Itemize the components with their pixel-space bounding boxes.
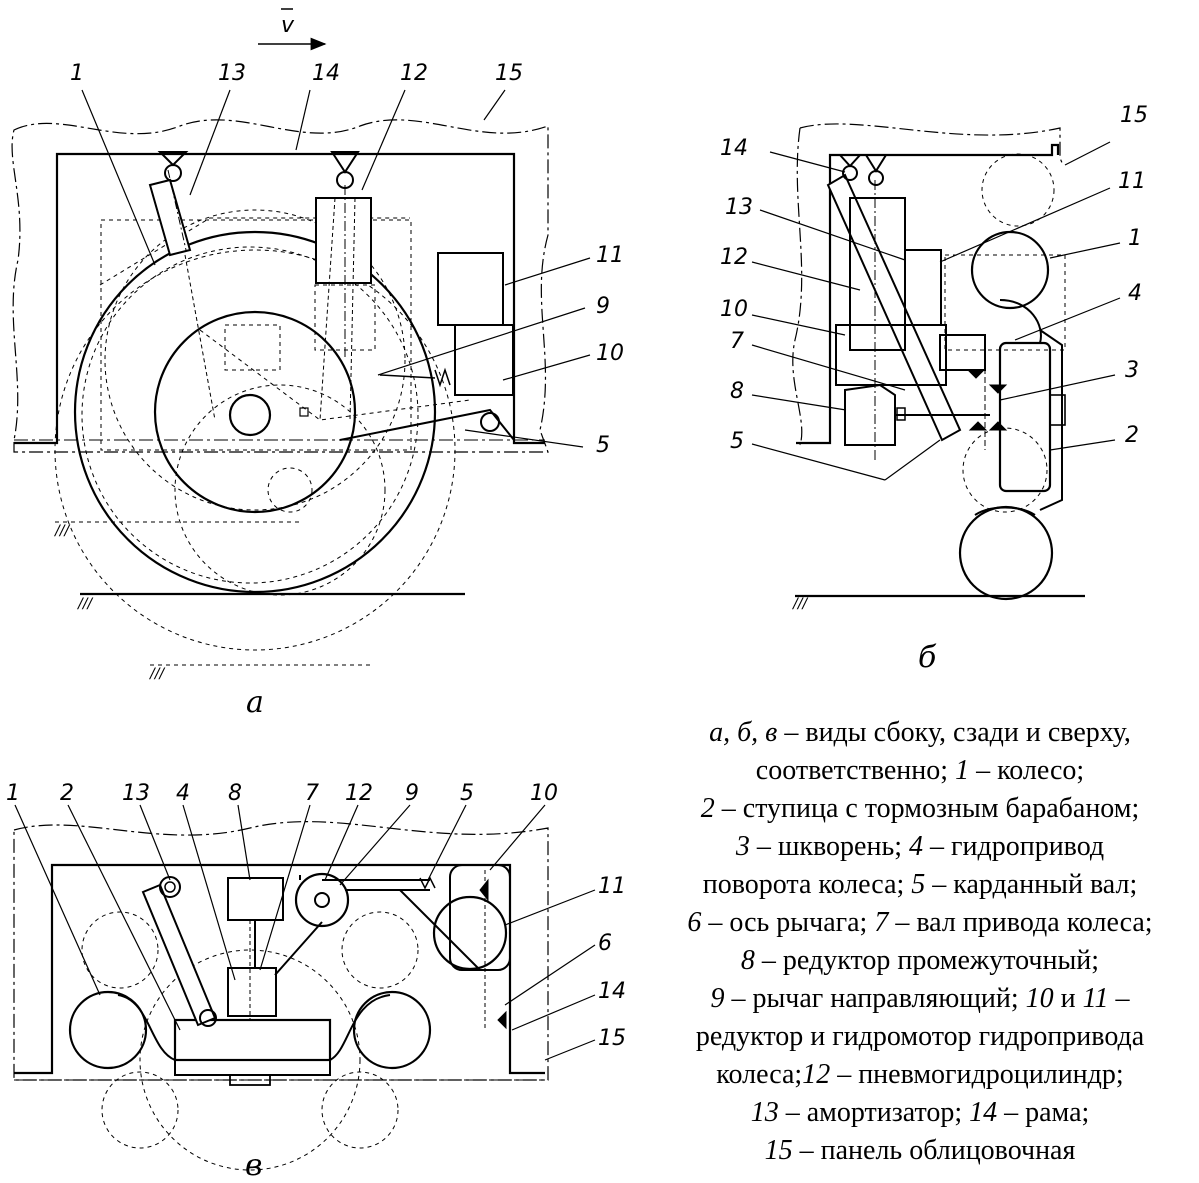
- legend: а, б, в – виды сбоку, сзади и сверху, со…: [640, 714, 1199, 1170]
- view-c-labels: 1 2 13 4 8 7 12 9 5 10 11 6 14 15 в: [6, 781, 626, 1183]
- view-b-labels: 15 14 11 13 1 12 4 10 7 3 8 2 5 /// б: [720, 103, 1148, 675]
- label-9: 9: [405, 781, 419, 806]
- label-12: 12: [345, 781, 373, 806]
- ground-mark: ///: [76, 596, 93, 612]
- wheel-inner: [153, 310, 357, 514]
- wheel-right: [352, 990, 432, 1070]
- label-12: 12: [400, 61, 428, 86]
- frame: [14, 152, 545, 445]
- facing-panel-outline: [13, 821, 549, 1081]
- label-11: 11: [1118, 169, 1146, 194]
- view-a-caption: а: [246, 685, 264, 720]
- label-1: 1: [70, 61, 84, 86]
- legend-line: 9 – рычаг направляющий; 10 и 11 –: [710, 983, 1130, 1014]
- label-4: 4: [1128, 281, 1142, 306]
- label-14: 14: [720, 136, 748, 161]
- legend-line: 13 – амортизатор; 14 – рама;: [750, 1097, 1090, 1128]
- view-a-labels: 1 13 14 12 15 11 9 10 5 /// /// /// а: [53, 61, 624, 720]
- label-10: 10: [530, 781, 558, 806]
- velocity-label: v: [281, 13, 295, 38]
- legend-line: колеса;12 – пневмогидроцилиндр;: [716, 1059, 1124, 1090]
- label-13: 13: [725, 195, 753, 220]
- label-4: 4: [176, 781, 190, 806]
- label-14: 14: [598, 979, 626, 1004]
- legend-line: а, б, в – виды сбоку, сзади и сверху,: [709, 717, 1131, 748]
- label-13: 13: [122, 781, 150, 806]
- ground-mark: ///: [148, 666, 165, 682]
- view-c-top: [13, 804, 596, 1171]
- label-10: 10: [720, 297, 748, 322]
- label-15: 15: [598, 1026, 626, 1051]
- frame: [796, 143, 1060, 445]
- label-12: 12: [720, 245, 748, 270]
- label-8: 8: [228, 781, 242, 806]
- facing-panel-outline: [799, 123, 1064, 166]
- label-15: 15: [495, 61, 523, 86]
- label-10: 10: [596, 341, 624, 366]
- ground-mark: ///: [53, 523, 70, 539]
- frame: [14, 863, 545, 1075]
- label-7: 7: [730, 329, 744, 354]
- label-15: 15: [1120, 103, 1148, 128]
- label-2: 2: [60, 781, 74, 806]
- label-8: 8: [730, 379, 744, 404]
- legend-line: 2 – ступица с тормозным барабаном;: [700, 793, 1140, 824]
- label-6: 6: [598, 931, 612, 956]
- wheel-left: [68, 990, 148, 1070]
- view-b-rear: [751, 123, 1121, 601]
- view-a-side: [11, 89, 591, 666]
- label-14: 14: [312, 61, 340, 86]
- hydromotor-11: [432, 895, 508, 971]
- label-5: 5: [596, 433, 610, 458]
- label-11: 11: [598, 874, 626, 899]
- wheel-outer: [73, 230, 437, 594]
- reducer-10: [454, 324, 514, 396]
- wheel-hub: [228, 393, 272, 437]
- legend-line: 3 – шкворень; 4 – гидропривод: [735, 831, 1105, 862]
- view-b-caption: б: [918, 640, 937, 675]
- wheel-bottom: [958, 505, 1054, 601]
- ground-mark: ///: [791, 596, 808, 612]
- legend-line: 15 – панель облицовочная: [764, 1135, 1076, 1166]
- label-1: 1: [1128, 226, 1142, 251]
- label-5: 5: [730, 429, 744, 454]
- label-2: 2: [1125, 423, 1139, 448]
- legend-line: 8 – редуктор промежуточный;: [740, 945, 1100, 976]
- velocity-indicator: v: [258, 8, 327, 51]
- label-3: 3: [1125, 358, 1139, 383]
- hydromotor-11: [437, 252, 504, 326]
- label-9: 9: [596, 294, 610, 319]
- label-11: 11: [596, 243, 624, 268]
- label-7: 7: [305, 781, 319, 806]
- legend-line: соответственно; 1 – колесо;: [755, 755, 1085, 786]
- legend-line: редуктор и гидромотор гидропривода: [695, 1021, 1145, 1052]
- legend-line: 6 – ось рычага; 7 – вал привода колеса;: [687, 907, 1153, 938]
- label-13: 13: [218, 61, 246, 86]
- legend-line: поворота колеса; 5 – карданный вал;: [702, 869, 1138, 900]
- label-5: 5: [460, 781, 474, 806]
- hub-2: [998, 341, 1052, 493]
- label-1: 1: [6, 781, 20, 806]
- view-c-caption: в: [245, 1148, 262, 1183]
- facing-panel-outline: [11, 119, 549, 453]
